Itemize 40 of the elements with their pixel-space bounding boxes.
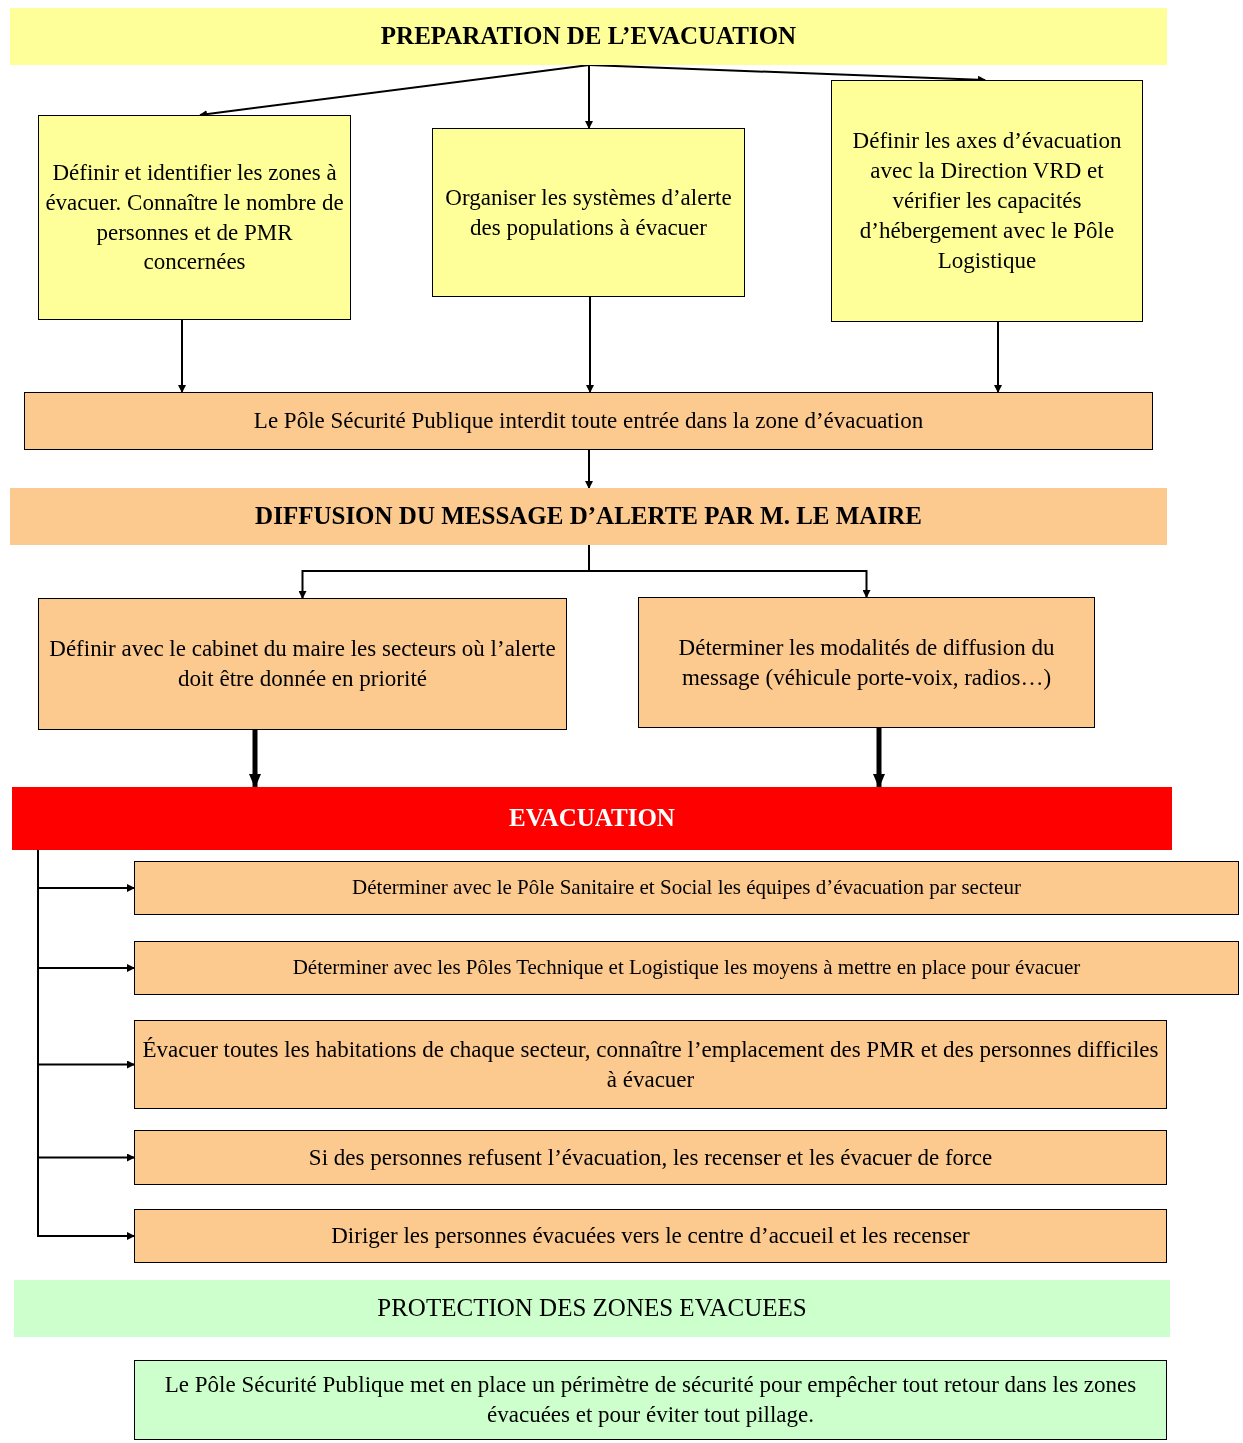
section-header: [12, 787, 1172, 850]
section-header: [10, 488, 1167, 545]
arrow: [585, 64, 593, 129]
step-box: [24, 392, 1153, 450]
step-text: Déterminer avec le Pôle Sanitaire et Social les équipes d’évacuation par secteur: [352, 874, 1021, 902]
step-box: [134, 1130, 1167, 1185]
step-box: [134, 1360, 1167, 1440]
step-text: Définir et identifier les zones à évacuer. Connaître le nombre de personnes et de PMR concernées: [45, 158, 344, 277]
step-text: Déterminer les modalités de diffusion du message (véhicule porte-voix, radios…): [677, 633, 1056, 692]
step-text: PROTECTION DES ZONES EVACUEES: [377, 1293, 807, 1324]
step-text: DIFFUSION DU MESSAGE D’ALERTE PAR M. LE MAIRE: [255, 501, 922, 532]
arrow: [178, 319, 186, 393]
step-text: EVACUATION: [509, 803, 675, 834]
arrow: [994, 321, 1002, 393]
step-box: [134, 941, 1239, 995]
step-text: Diriger les personnes évacuées vers le centre d’accueil et les recenser: [331, 1222, 970, 1251]
step-text: Le Pôle Sécurité Publique met en place un périmètre de sécurité pour empêcher tout retour dans les zones évacuées et pour éviter tout pillage.: [163, 1371, 1138, 1429]
step-text: Si des personnes refusent l’évacuation, les recenser et les évacuer de force: [308, 1143, 993, 1172]
step-box: [831, 80, 1143, 322]
step-text: Déterminer avec les Pôles Technique et Logistique les moyens à mettre en place pour évacuer: [292, 954, 1081, 982]
step-text: Définir les axes d’évacuation avec la Direction VRD et vérifier les capacités d’hébergement avec le Pôle Logistique: [851, 127, 1123, 275]
step-text: PREPARATION DE L’EVACUATION: [380, 21, 797, 52]
arrow: [585, 449, 593, 489]
step-box: [432, 128, 745, 297]
step-text: Définir avec le cabinet du maire les secteurs où l’alerte doit être donnée en priorité: [48, 635, 557, 693]
step-box: [134, 1209, 1167, 1263]
step-box: [134, 1020, 1167, 1109]
step-text: Le Pôle Sécurité Publique interdit toute entrée dans la zone d’évacuation: [253, 407, 924, 436]
arrow: [586, 296, 594, 393]
arrow: [873, 728, 885, 788]
step-box: [638, 597, 1095, 728]
step-box: [134, 861, 1239, 915]
section-header: [14, 1280, 1170, 1337]
step-box: [38, 598, 567, 730]
step-box: [38, 115, 351, 320]
step-text: Évacuer toutes les habitations de chaque secteur, connaître l’emplacement des PMR et des personnes difficiles à évacuer: [141, 1035, 1160, 1094]
arrow: [588, 544, 871, 598]
arrow: [249, 730, 261, 788]
step-text: Organiser les systèmes d’alerte des populations à évacuer: [444, 183, 733, 242]
section-header: [10, 8, 1167, 65]
